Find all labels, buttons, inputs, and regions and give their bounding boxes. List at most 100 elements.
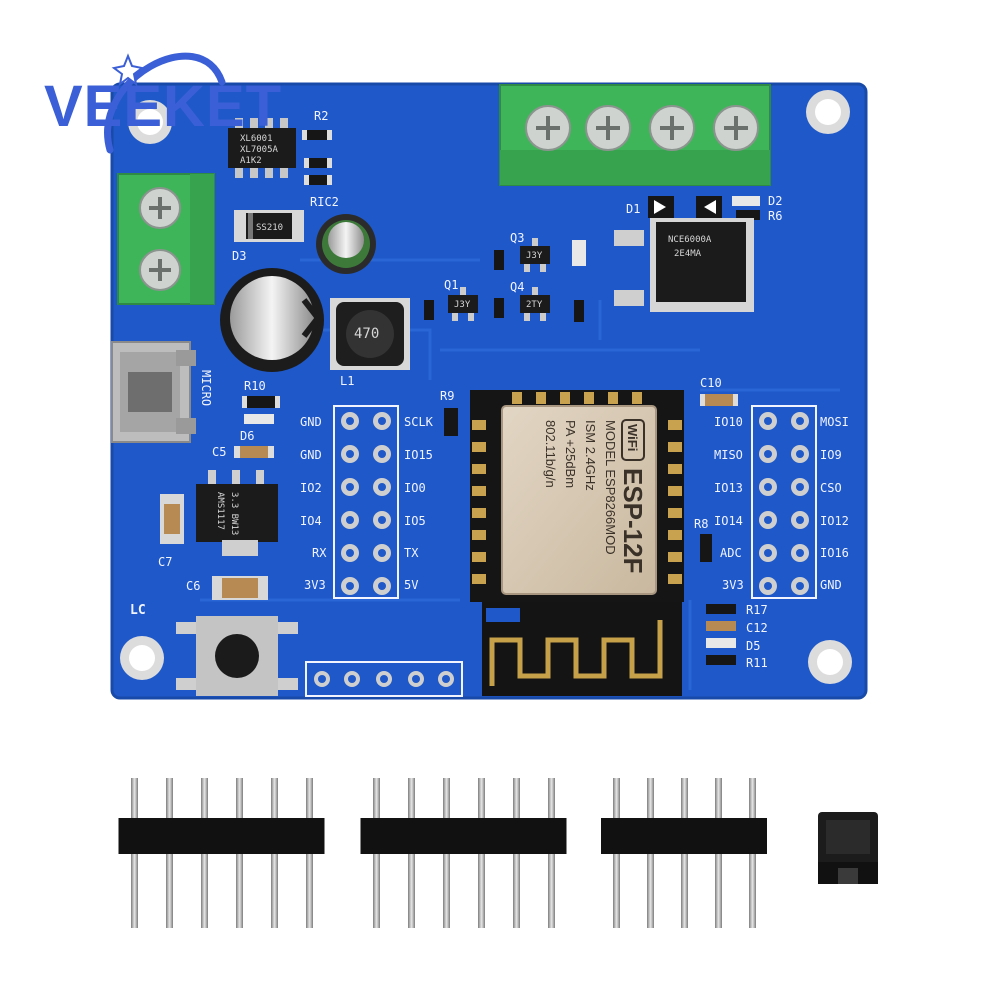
pin-label-right-a: MISO bbox=[714, 448, 743, 462]
pin-label-right-a: 3V3 bbox=[722, 578, 744, 592]
label-r11: R11 bbox=[746, 656, 768, 670]
ams-mark-2: 3.3 BW13 bbox=[229, 492, 239, 535]
castellated-pad bbox=[560, 392, 570, 404]
q3-mark: J3Y bbox=[526, 251, 543, 261]
transistor-q3: J3Y bbox=[520, 238, 550, 272]
esp12f-module: WiFi ESP-12F MODEL ESP8266MOD ISM 2.4GHz… bbox=[470, 390, 684, 696]
pin-label-mid: IO15 bbox=[404, 448, 433, 462]
header-hole bbox=[341, 511, 359, 529]
pin-label-right-a: IO14 bbox=[714, 514, 743, 528]
ams-mark-1: AMS1117 bbox=[215, 492, 225, 530]
resistor-ric2-b bbox=[304, 175, 332, 185]
header-hole bbox=[341, 412, 359, 430]
label-c12: C12 bbox=[746, 621, 768, 635]
u1-mark-2: XL7005A bbox=[240, 145, 279, 155]
header-hole bbox=[341, 478, 359, 496]
mounting-hole-top-left bbox=[128, 100, 172, 144]
mosfet-mark-2: 2E4MA bbox=[674, 249, 702, 259]
resistor-r10 bbox=[242, 396, 280, 408]
label-lc: LC bbox=[130, 603, 146, 618]
pin-label-left: IO4 bbox=[300, 514, 322, 528]
d3-mark: SS210 bbox=[256, 223, 283, 233]
label-q3: Q3 bbox=[510, 231, 524, 245]
capacitor-large bbox=[220, 268, 324, 372]
label-q4: Q4 bbox=[510, 280, 524, 294]
mosfet: NCE6000A 2E4MA bbox=[614, 218, 754, 312]
label-c5: C5 bbox=[212, 445, 226, 459]
module-title: ESP-12F bbox=[618, 468, 648, 574]
ldo-ams1117: AMS1117 3.3 BW13 bbox=[196, 470, 278, 556]
mounting-hole-top-right bbox=[806, 90, 850, 134]
label-d3: D3 bbox=[232, 249, 246, 263]
header-hole bbox=[791, 445, 809, 463]
module-line: PA +25dBm bbox=[563, 420, 578, 488]
capacitor-c10 bbox=[700, 394, 738, 406]
pin-label-right-a: ADC bbox=[720, 546, 742, 560]
inductor-l1: 470 bbox=[330, 298, 410, 370]
castellated-pad bbox=[632, 392, 642, 404]
capacitor-c5 bbox=[234, 446, 274, 458]
castellated-pad bbox=[472, 442, 486, 452]
terminal-screw bbox=[139, 249, 181, 291]
castellated-pad bbox=[472, 464, 486, 474]
terminal-screw bbox=[713, 105, 759, 151]
pin-label-mid: IO0 bbox=[404, 481, 426, 495]
resistor-r6 bbox=[736, 210, 760, 220]
castellated-pad bbox=[472, 552, 486, 562]
label-r2: R2 bbox=[314, 109, 328, 123]
left-header-labels: GND GND IO2 IO4 RX 3V3 bbox=[300, 415, 327, 592]
pin-label-mid: TX bbox=[404, 546, 419, 560]
diode-d2 bbox=[696, 196, 722, 218]
header-hole bbox=[759, 544, 777, 562]
transistor-q4: 2TY bbox=[520, 287, 550, 321]
right-header-2x6 bbox=[751, 405, 817, 599]
pin-label-right-b: GND bbox=[820, 578, 842, 592]
pin-label-left: GND bbox=[300, 415, 322, 429]
label-ric2: RIC2 bbox=[310, 195, 339, 209]
capacitor-c7 bbox=[160, 494, 184, 544]
header-hole bbox=[373, 445, 391, 463]
male-header-strip-3 bbox=[601, 778, 767, 928]
header-plastic bbox=[118, 818, 325, 854]
resistor-r8 bbox=[700, 534, 712, 562]
castellated-pad bbox=[472, 530, 486, 540]
header-hole bbox=[759, 412, 777, 430]
led-d2 bbox=[732, 196, 760, 206]
header-plastic bbox=[601, 818, 767, 854]
pin-label-mid: 5V bbox=[404, 578, 418, 592]
header-hole bbox=[341, 577, 359, 595]
resistor-r9 bbox=[444, 408, 458, 436]
header-hole bbox=[791, 577, 809, 595]
terminal-screw bbox=[585, 105, 631, 151]
q1-mark: J3Y bbox=[454, 300, 471, 310]
pin-label-right-b: IO9 bbox=[820, 448, 842, 462]
resistor-r2 bbox=[302, 130, 332, 140]
passive-cluster bbox=[424, 240, 586, 322]
u1-mark-1: XL6001 bbox=[240, 134, 273, 144]
label-r10: R10 bbox=[244, 379, 266, 393]
label-r6: R6 bbox=[768, 209, 782, 223]
header-hole bbox=[373, 511, 391, 529]
label-d2: D2 bbox=[768, 194, 782, 208]
castellated-pad bbox=[668, 486, 682, 496]
terminal-block-2 bbox=[117, 173, 215, 305]
mosfet-mark-1: NCE6000A bbox=[668, 235, 712, 245]
module-line: ISM 2.4GHz bbox=[583, 420, 598, 491]
label-c6: C6 bbox=[186, 579, 200, 593]
module-line: 802.11b/g/n bbox=[543, 420, 558, 488]
resistor-ric2-a bbox=[304, 158, 332, 168]
castellated-pad bbox=[668, 530, 682, 540]
terminal-block-4 bbox=[499, 84, 771, 186]
label-d1: D1 bbox=[626, 202, 640, 216]
castellated-pad bbox=[668, 552, 682, 562]
header-hole bbox=[373, 577, 391, 595]
terminal-screw bbox=[525, 105, 571, 151]
pin-label-left: RX bbox=[312, 546, 327, 560]
header-hole bbox=[759, 445, 777, 463]
pin-label-right-b: MOSI bbox=[820, 415, 849, 429]
pin-label-left: GND bbox=[300, 448, 322, 462]
mounting-hole-bottom-right bbox=[808, 640, 852, 684]
label-c10: C10 bbox=[700, 376, 722, 390]
capacitor-small bbox=[316, 214, 376, 274]
castellated-pad bbox=[472, 508, 486, 518]
